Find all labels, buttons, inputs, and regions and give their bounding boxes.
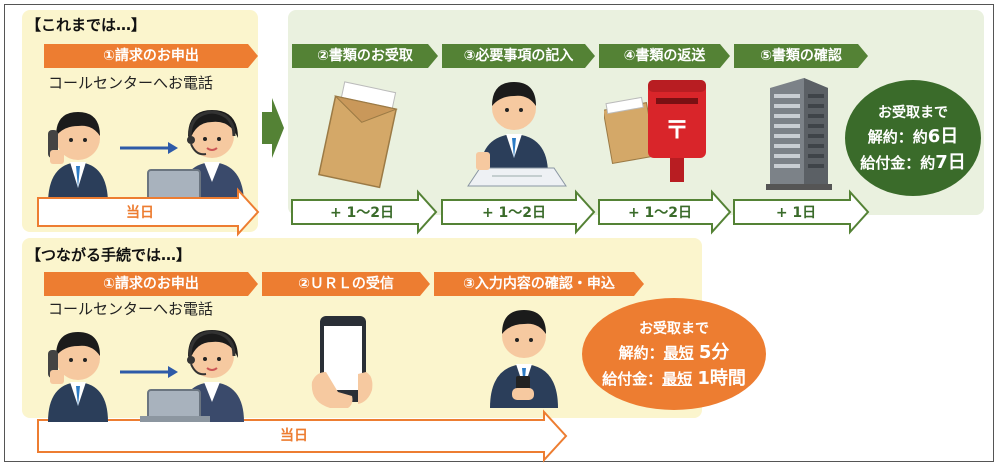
after-heading: 【つながる手続では…】 [26,244,191,265]
phone-user-icon [484,300,564,410]
before-duration-4: + 1日 [776,205,816,221]
after-step2-label: ②ＵＲＬの受信 [262,272,430,296]
after-call-text: コールセンターへお電話 [48,298,213,319]
after-call-illustration [40,320,250,422]
before-duration-arrow-2: + 1～2日 [442,192,594,232]
after-summary-line3: 給付金：最短 1時間 [602,364,746,390]
after-summary-benefit-value: 1時間 [697,368,746,389]
before-duration-arrow-1: + 1～2日 [292,192,436,232]
after-summary-circle: お受取まで 解約：最短 5分 給付金：最短 1時間 [582,298,766,410]
operator-person-icon [140,330,244,422]
before-duration-1: + 1～2日 [330,205,394,221]
after-step1-label: ①請求のお申出 [44,272,258,296]
after-step3-label: ③入力内容の確認・申込 [434,272,644,296]
before-duration-2: + 1～2日 [482,205,546,221]
after-summary-cancel-short: 最短 [664,344,694,362]
after-summary-benefit-short: 最短 [662,370,692,388]
before-day-label: 当日 [126,204,154,221]
after-summary-line2: 解約：最短 5分 [619,338,730,364]
after-day-label: 当日 [280,427,308,444]
before-duration-3: + 1～2日 [628,205,692,221]
smartphone-icon [308,312,378,412]
arrow-icon [120,366,178,378]
before-duration-arrow-4: + 1日 [734,192,868,232]
before-day-arrow: 当日 [38,190,258,234]
before-duration-arrow-3: + 1～2日 [599,192,730,232]
after-summary-cancel-label: 解約： [619,344,664,362]
after-summary-cancel-value: 5分 [699,342,730,363]
after-summary-benefit-label: 給付金： [602,370,662,388]
after-summary-line1: お受取まで [639,318,709,338]
caller-person-icon [48,332,108,422]
